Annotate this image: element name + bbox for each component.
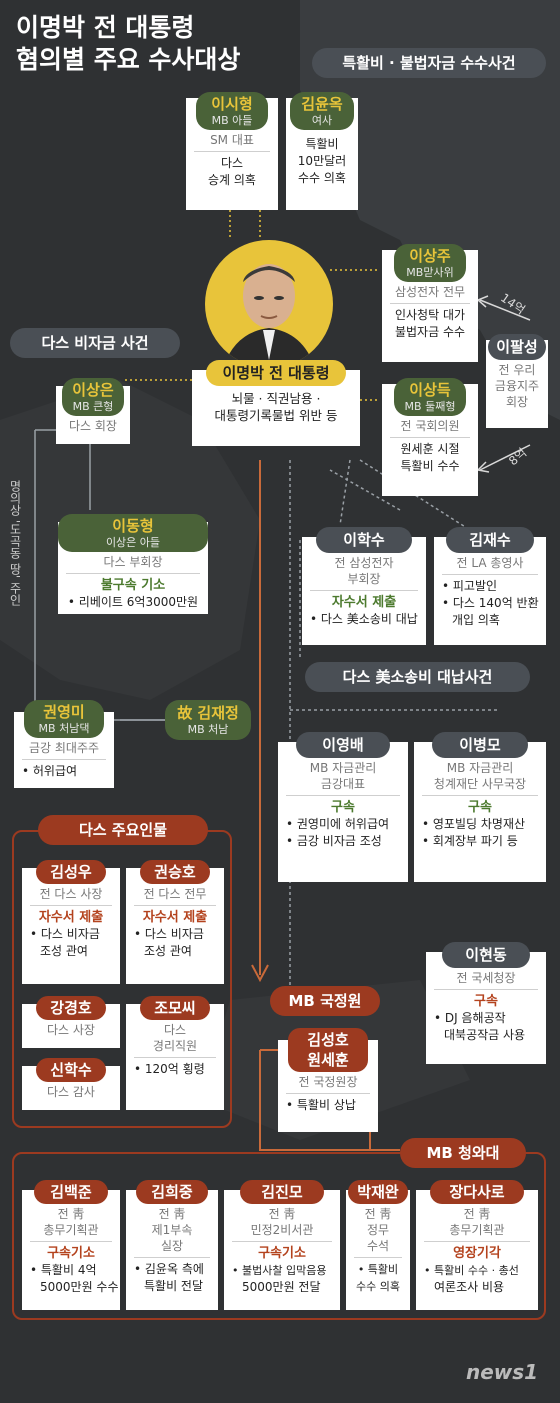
- person-card-leehyundong: 이현동 전 국세청장 구속 • DJ 음해공작 대북공작금 사용: [426, 942, 546, 1064]
- title: SM 대표: [210, 133, 254, 147]
- title-line2: 혐의별 주요 수사대상: [16, 45, 241, 74]
- person-card-parkjaewan: 박재완 전 靑 정무 수석 • 특활비 수수 의혹: [346, 1180, 410, 1310]
- section-bluehouse: MB 청와대: [400, 1138, 526, 1168]
- portrait-photo: [205, 240, 333, 368]
- center-card-leemyungbak: 이명박 전 대통령 뇌물 · 직권남용 · 대통령기록물법 위반 등: [192, 360, 360, 446]
- person-card-nischiefs: 김성호 원세훈 전 국정원장 • 특활비 상납: [278, 1028, 378, 1132]
- title-line1: 이명박 전 대통령: [16, 13, 195, 42]
- person-card-kimbaekjun: 김백준 전 靑 총무기획관 구속기소 • 특활비 4억 5000만원 수수: [22, 1180, 120, 1310]
- person-card-leesihyung: 이시형 MB 아들 SM 대표 다스 승계 의혹: [186, 92, 278, 210]
- bluehouse-group: [12, 1152, 546, 1320]
- person-card-leeyoungbae: 이영배 MB 자금관리 금강대표 구속 • 권영미에 허위급여 • 금강 비자금…: [278, 732, 408, 882]
- person-card-leehaksu: 이학수 전 삼성전자 부회장 자수서 제출 • 다스 美소송비 대납: [302, 527, 426, 645]
- person-card-jangdasaro: 장다사로 전 靑 총무기획관 영장기각 • 특활비 수수 · 총선 여론조사 비…: [416, 1180, 538, 1310]
- page-title: 이명박 전 대통령 혐의별 주요 수사대상: [16, 12, 240, 76]
- section-das-slush: 다스 비자금 사건: [10, 328, 180, 358]
- name: 이시형: [211, 95, 253, 113]
- person-card-leedonghyung: 이동형 이상은 아들 다스 부회장 불구속 기소 • 리베이트 6억3000만원: [58, 514, 208, 614]
- person-card-kimheejung: 김희중 전 靑 제1부속 실장 • 김윤옥 측에 특활비 전달: [126, 1180, 218, 1310]
- person-card-leesangju: 이상주 MB맏사위 삼성전자 전무 인사청탁 대가 불법자금 수수: [382, 244, 478, 362]
- person-card-kimjaesu: 김재수 전 LA 총영사 • 피고발인 • 다스 140억 반환 개입 의혹: [434, 527, 546, 645]
- person-card-kwonyoungmi: 권영미 MB 처남댁 금강 최대주주 • 허위급여: [14, 700, 114, 788]
- center-name: 이명박 전 대통령: [222, 364, 330, 382]
- person-card-shinhaksu: 신학수 다스 감사: [22, 1058, 120, 1110]
- section-special-funds: 특활비 · 불법자금 수수사건: [312, 48, 546, 78]
- section-nis: MB 국정원: [270, 986, 380, 1016]
- person-card-kwonseungho: 권승호 전 다스 전무 자수서 제출 • 다스 비자금 조성 관여: [126, 860, 224, 984]
- section-das-people: 다스 주요인물: [38, 815, 208, 845]
- person-card-leesangdeuk: 이상득 MB 둘째형 전 국회의원 원세훈 시절 특활비 수수: [382, 378, 478, 496]
- person-card-kangkyungho: 강경호 다스 사장: [22, 996, 120, 1048]
- relation: MB 아들: [211, 114, 253, 127]
- person-card-leesangeun: 이상은 MB 큰형 다스 회장: [56, 378, 130, 444]
- person-card-leepalsung: 이팔성 전 우리 금융지주 회장: [486, 334, 548, 428]
- person-card-jomossi: 조모씨 다스 경리직원 • 120억 횡령: [126, 996, 224, 1110]
- section-lawsuit: 다스 美소송비 대납사건: [305, 662, 530, 692]
- person-card-kimsungwoo: 김성우 전 다스 사장 자수서 제출 • 다스 비자금 조성 관여: [22, 860, 120, 984]
- person-card-leebyungmo: 이병모 MB 자금관리 청계재단 사무국장 구속 • 영포빌딩 차명재산 • 회…: [414, 732, 546, 882]
- news1-logo: news1: [466, 1360, 539, 1384]
- person-card-kimyunok: 김윤옥 여사 특활비 10만달러 수수 의혹: [286, 92, 358, 210]
- person-card-kimjinmo: 김진모 전 靑 민정2비서관 구속기소 • 불법사찰 입막음용 5000만원 전…: [224, 1180, 340, 1310]
- side-note: 명의상 '도곡동 땅' 주인: [8, 480, 22, 607]
- person-card-kimjaejung: 故 김재정 MB 처남: [165, 700, 251, 740]
